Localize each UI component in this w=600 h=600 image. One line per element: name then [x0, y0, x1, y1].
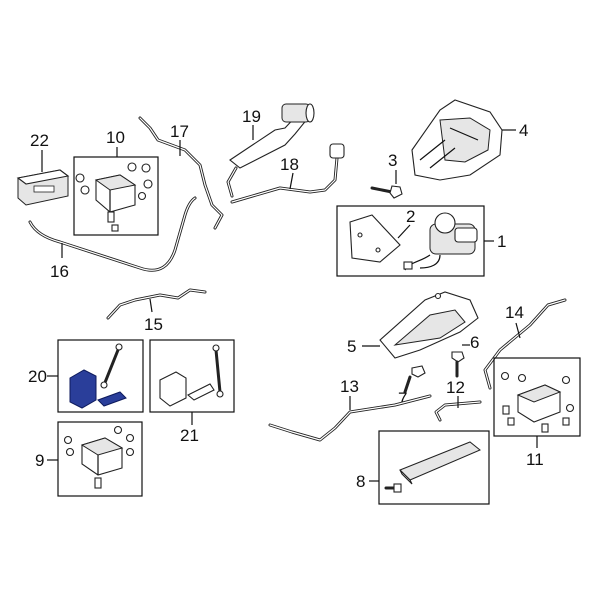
part-11-valve-block[interactable]	[500, 371, 575, 433]
callout-9: 9	[35, 451, 44, 470]
leader-2	[397, 224, 411, 239]
part-8-cover[interactable]	[384, 441, 481, 493]
box-10	[73, 156, 159, 236]
callout-1: 1	[497, 232, 506, 251]
callout-3: 3	[388, 151, 397, 170]
part-5-skid-plate[interactable]	[379, 291, 479, 359]
part-17-tube[interactable]	[138, 116, 224, 230]
part-10-sensor[interactable]	[75, 162, 153, 232]
part-1-compressor[interactable]	[403, 212, 478, 271]
callout-7: 7	[398, 389, 407, 408]
part-9-sensor[interactable]	[63, 425, 135, 489]
part-14-line[interactable]	[483, 298, 567, 390]
callout-8: 8	[356, 472, 365, 491]
callout-17: 17	[170, 122, 189, 141]
callout-22: 22	[30, 131, 49, 150]
part-6-bolt[interactable]	[451, 351, 465, 378]
part-20-height-sensor[interactable]	[69, 343, 127, 409]
callout-21: 21	[180, 426, 199, 445]
box-9	[57, 421, 143, 497]
callout-11: 11	[526, 450, 544, 469]
box-8	[378, 430, 490, 505]
part-15-line[interactable]	[106, 288, 207, 320]
part-2-bracket[interactable]	[349, 214, 401, 263]
callout-13: 13	[340, 377, 359, 396]
callout-18: 18	[280, 155, 299, 174]
part-12-hose[interactable]	[434, 400, 482, 422]
part-21-link[interactable]	[159, 344, 224, 407]
callout-14: 14	[505, 303, 524, 322]
callout-19: 19	[242, 107, 261, 126]
callout-5: 5	[347, 337, 356, 356]
part-13-line[interactable]	[268, 394, 432, 442]
callout-2: 2	[406, 207, 415, 226]
part-18-line[interactable]	[230, 143, 345, 204]
callout-20: 20	[28, 367, 47, 386]
callout-12: 12	[446, 378, 465, 397]
box-21	[149, 339, 235, 413]
part-7-bolt[interactable]	[403, 365, 426, 394]
callout-4: 4	[519, 121, 528, 140]
part-16-line[interactable]	[28, 196, 197, 272]
part-22-module[interactable]	[16, 169, 70, 206]
callout-15: 15	[144, 315, 163, 334]
callout-6: 6	[470, 333, 479, 352]
leader-18	[289, 172, 294, 190]
callout-16: 16	[50, 262, 69, 281]
part-3-bolt[interactable]	[370, 185, 403, 199]
part-4-cover[interactable]	[411, 99, 503, 181]
callout-10: 10	[106, 128, 125, 147]
leader-15	[149, 298, 153, 313]
part-19-bracket[interactable]	[226, 103, 315, 198]
leader-14	[515, 322, 521, 339]
